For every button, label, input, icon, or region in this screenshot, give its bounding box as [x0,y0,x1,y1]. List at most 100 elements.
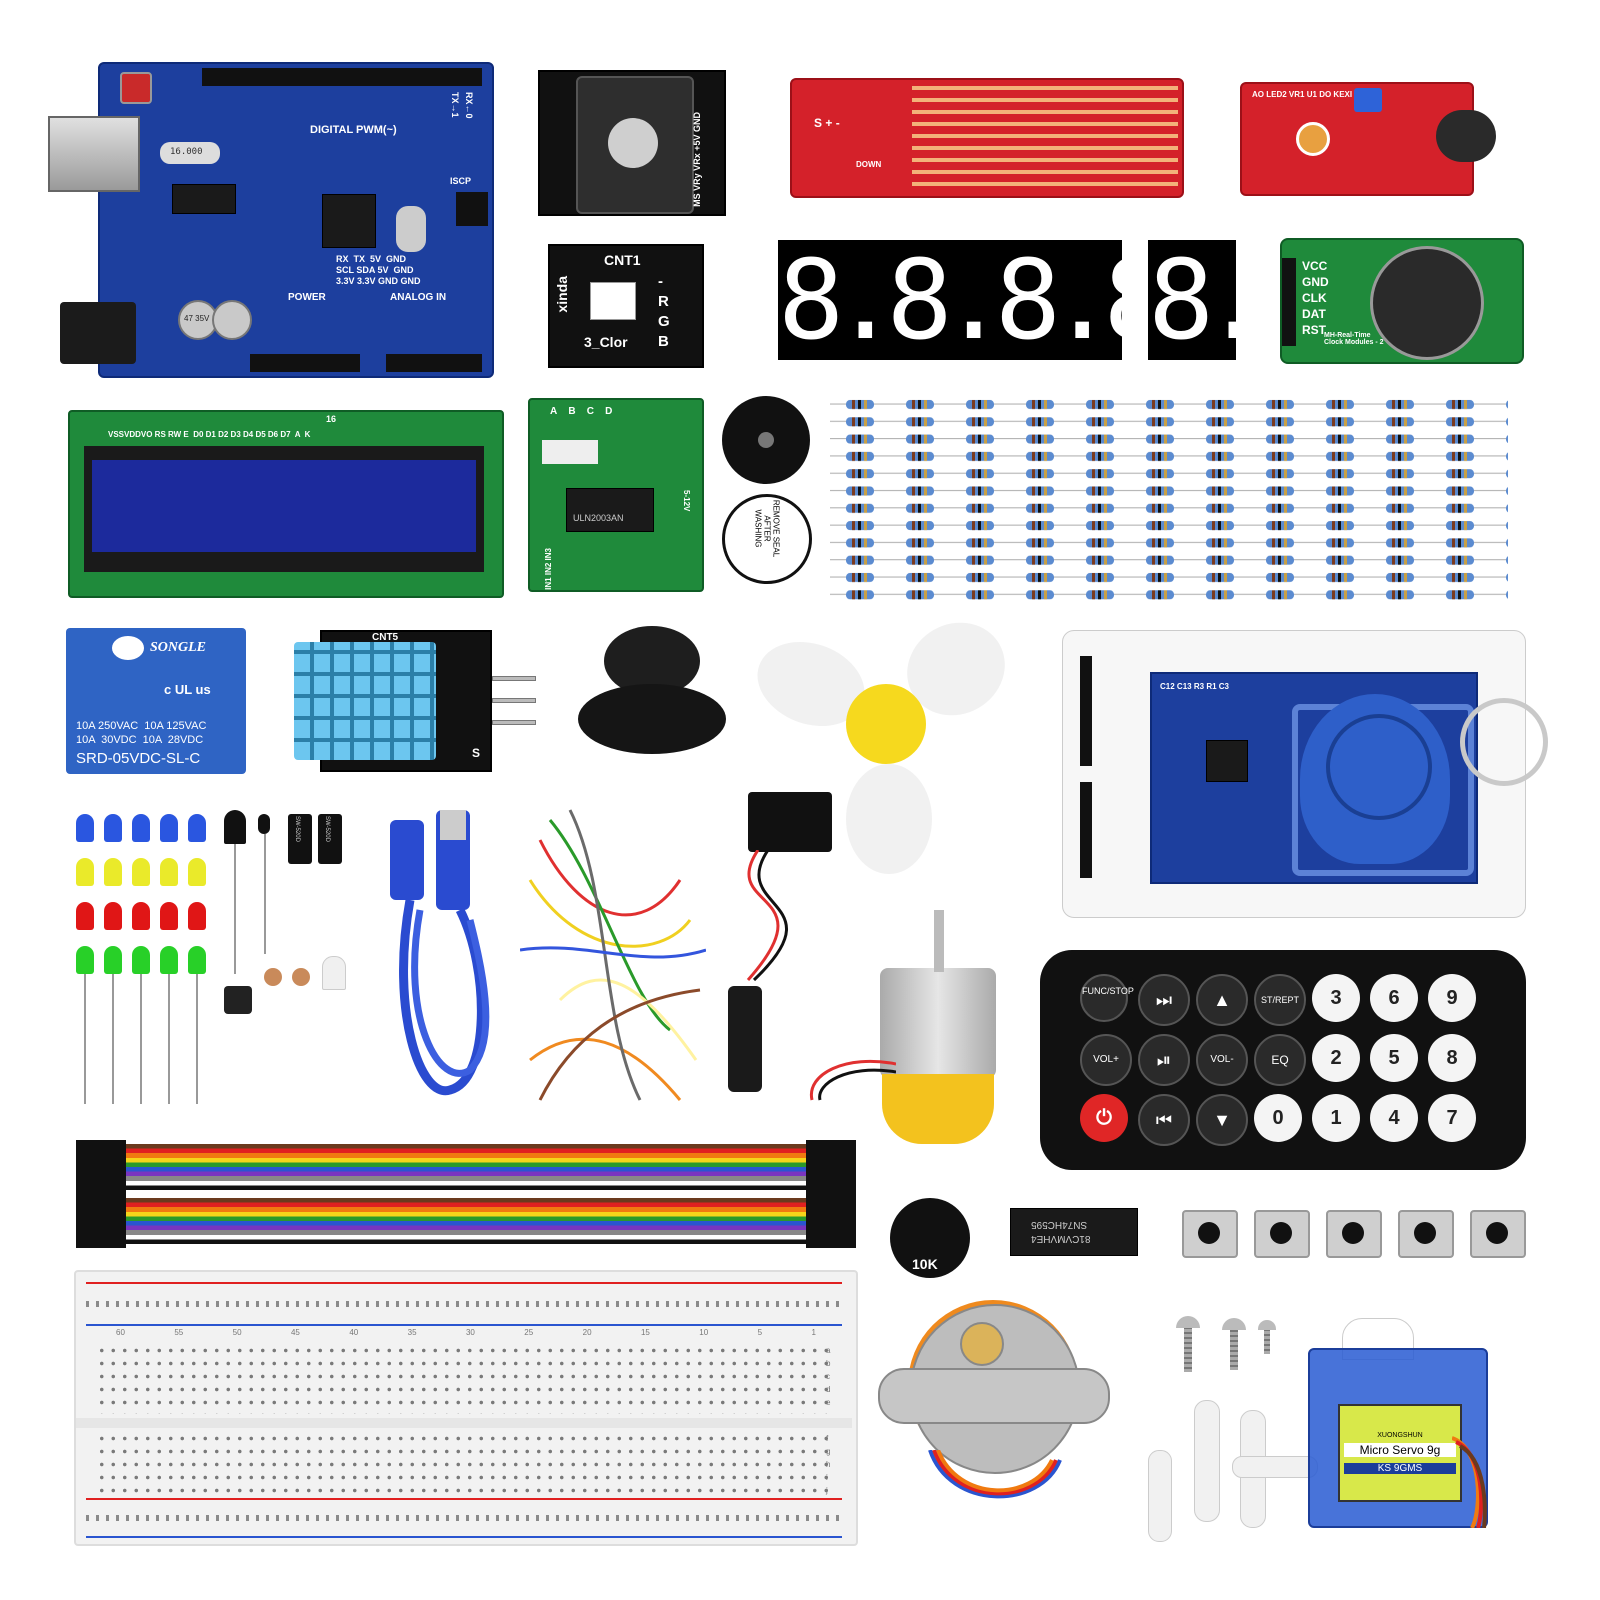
photoresistor-1 [264,968,282,986]
tactile-button-4[interactable] [1398,1210,1454,1258]
remote-btn-5[interactable]: 5 [1370,1034,1418,1082]
flame-sensor [258,814,270,834]
driver-leds: A B C D [550,406,613,417]
led-blue [160,814,178,842]
bus-labels: RX TX 5V GND SCL SDA 5V GND 3.3V 3.3V GN… [336,254,421,286]
led-blue [104,814,122,842]
rfid-header-2 [1080,782,1092,878]
remote-btn-power[interactable]: ⏻ [1080,1094,1128,1142]
tactile-button-3[interactable] [1326,1210,1382,1258]
remote-btn-8[interactable]: 8 [1428,1034,1476,1082]
remote-btn-up[interactable]: ▲ [1196,974,1248,1026]
remote-btn-prev[interactable]: ⏮ [1138,1094,1190,1146]
rgb-led-clear [322,956,346,990]
remote-btn-9[interactable]: 9 [1428,974,1476,1022]
relay-line2: 10A 30VDC 10A 28VDC [76,734,204,746]
resistors-svg [830,396,1508,604]
remote-btn-0[interactable]: 0 [1254,1094,1302,1142]
capacitor-2 [212,300,252,340]
screw-1 [1176,1316,1200,1376]
remote-btn-eq[interactable]: EQ [1254,1034,1306,1086]
jumper-wire-bundle [519,800,707,1110]
atmega-chip [322,194,376,248]
dc-jack [60,302,136,364]
dupont-ribbon-cables [76,1140,856,1248]
ir-remote: FUNC/STOP ⏭ ▲ ST/REPT 3 6 9 VOL+ ⏯ VOL- … [1040,950,1526,1170]
rgb-name: 3_Clor [584,334,628,350]
remote-btn-7[interactable]: 7 [1428,1094,1476,1142]
ribbon-top [126,1144,806,1190]
led-yellow [160,858,178,886]
micro-servo: XUONGSHUN Micro Servo 9g KS 9GMS [1302,1318,1488,1529]
reset-button [120,72,152,104]
led-red [104,902,122,930]
arduino-uno-board: DIGITAL PWM(~) TX→1 RX←0 16.000 47 35V R… [48,62,494,378]
water-level-sensor: S + - DOWN [790,78,1184,198]
lcd-screen [92,460,476,552]
tactile-button-1[interactable] [1182,1210,1238,1258]
brand-label: xinda [554,276,570,313]
stepper-shaft-boss [960,1322,1004,1366]
cnt-label: CNT1 [604,252,641,268]
servo-horn-1 [1148,1450,1172,1542]
remote-btn-vol-up[interactable]: VOL+ [1080,1034,1132,1086]
motor-shaft [934,910,944,972]
ir-receiver-2 [224,986,252,1014]
remote-btn-6[interactable]: 6 [1370,974,1418,1022]
led-green [76,946,94,974]
usb-b-connector [48,116,140,192]
led-blue [188,814,206,842]
lcd-pin-labels: VSSVDDVO RS RW E D0 D1 D2 D3 D4 D5 D6 D7… [108,430,311,439]
joystick-cap [578,626,726,754]
led-blue [76,814,94,842]
remote-btn-3[interactable]: 3 [1312,974,1360,1022]
remote-btn-st[interactable]: ST/REPT [1254,974,1306,1026]
tilt-switch-2: SW-520D [318,814,342,864]
power-label: POWER [288,292,326,303]
remote-btn-4[interactable]: 4 [1370,1094,1418,1142]
joystick-base [576,76,694,214]
remote-btn-2[interactable]: 2 [1312,1034,1360,1082]
remote-btn-vol-down[interactable]: VOL- [1196,1034,1248,1086]
ir-receiver [224,810,246,844]
tactile-button-2[interactable] [1254,1210,1310,1258]
dc-motor [880,968,996,1078]
uln2003-chip: ULN2003AN [566,488,654,532]
analog-label: ANALOG IN [390,292,447,303]
photoresistor-2 [292,968,310,986]
tilt-switch-1: SW-520D [288,814,312,864]
power-header [250,354,360,372]
remote-btn-next[interactable]: ⏭ [1138,974,1190,1026]
relay-model: SRD-05VDC-SL-C [76,750,201,767]
led-green [132,946,150,974]
servo-brand: XUONGSHUN [1377,1432,1423,1439]
single-digit-7seg-display: 8. [1148,236,1268,364]
remote-btn-play[interactable]: ⏯ [1138,1034,1190,1086]
stepper-driver-board: A B C D ULN2003AN IN1 IN2 IN3 5-12V [528,398,704,592]
led-red [188,902,206,930]
iscp-label: ISCP [450,176,472,186]
relay-module: SONGLE c UL us 10A 250VAC 10A 125VAC 10A… [66,628,246,774]
digital-label: DIGITAL PWM(~) [310,124,397,136]
shift-register-chip: SN74HC595 81CVMVHE4 [1010,1208,1138,1256]
relay-logo [112,636,144,660]
relay-certs: c UL us [164,682,211,697]
rfid-chip [1206,740,1248,782]
remote-btn-func[interactable]: FUNC/STOP [1080,974,1134,1022]
dht-sensor [294,642,436,760]
rfid-labels: C12 C13 R3 R1 C3 [1160,682,1230,691]
remote-btn-down[interactable]: ▼ [1196,1094,1248,1146]
led-red [132,902,150,930]
usb-chip [172,184,236,214]
remote-btn-1[interactable]: 1 [1312,1094,1360,1142]
usb-cable [380,810,510,1110]
tactile-button-5[interactable] [1470,1210,1526,1258]
active-buzzer [722,396,810,484]
servo-wires [1451,1428,1488,1529]
servo-name: Micro Servo 9g [1344,1443,1456,1457]
